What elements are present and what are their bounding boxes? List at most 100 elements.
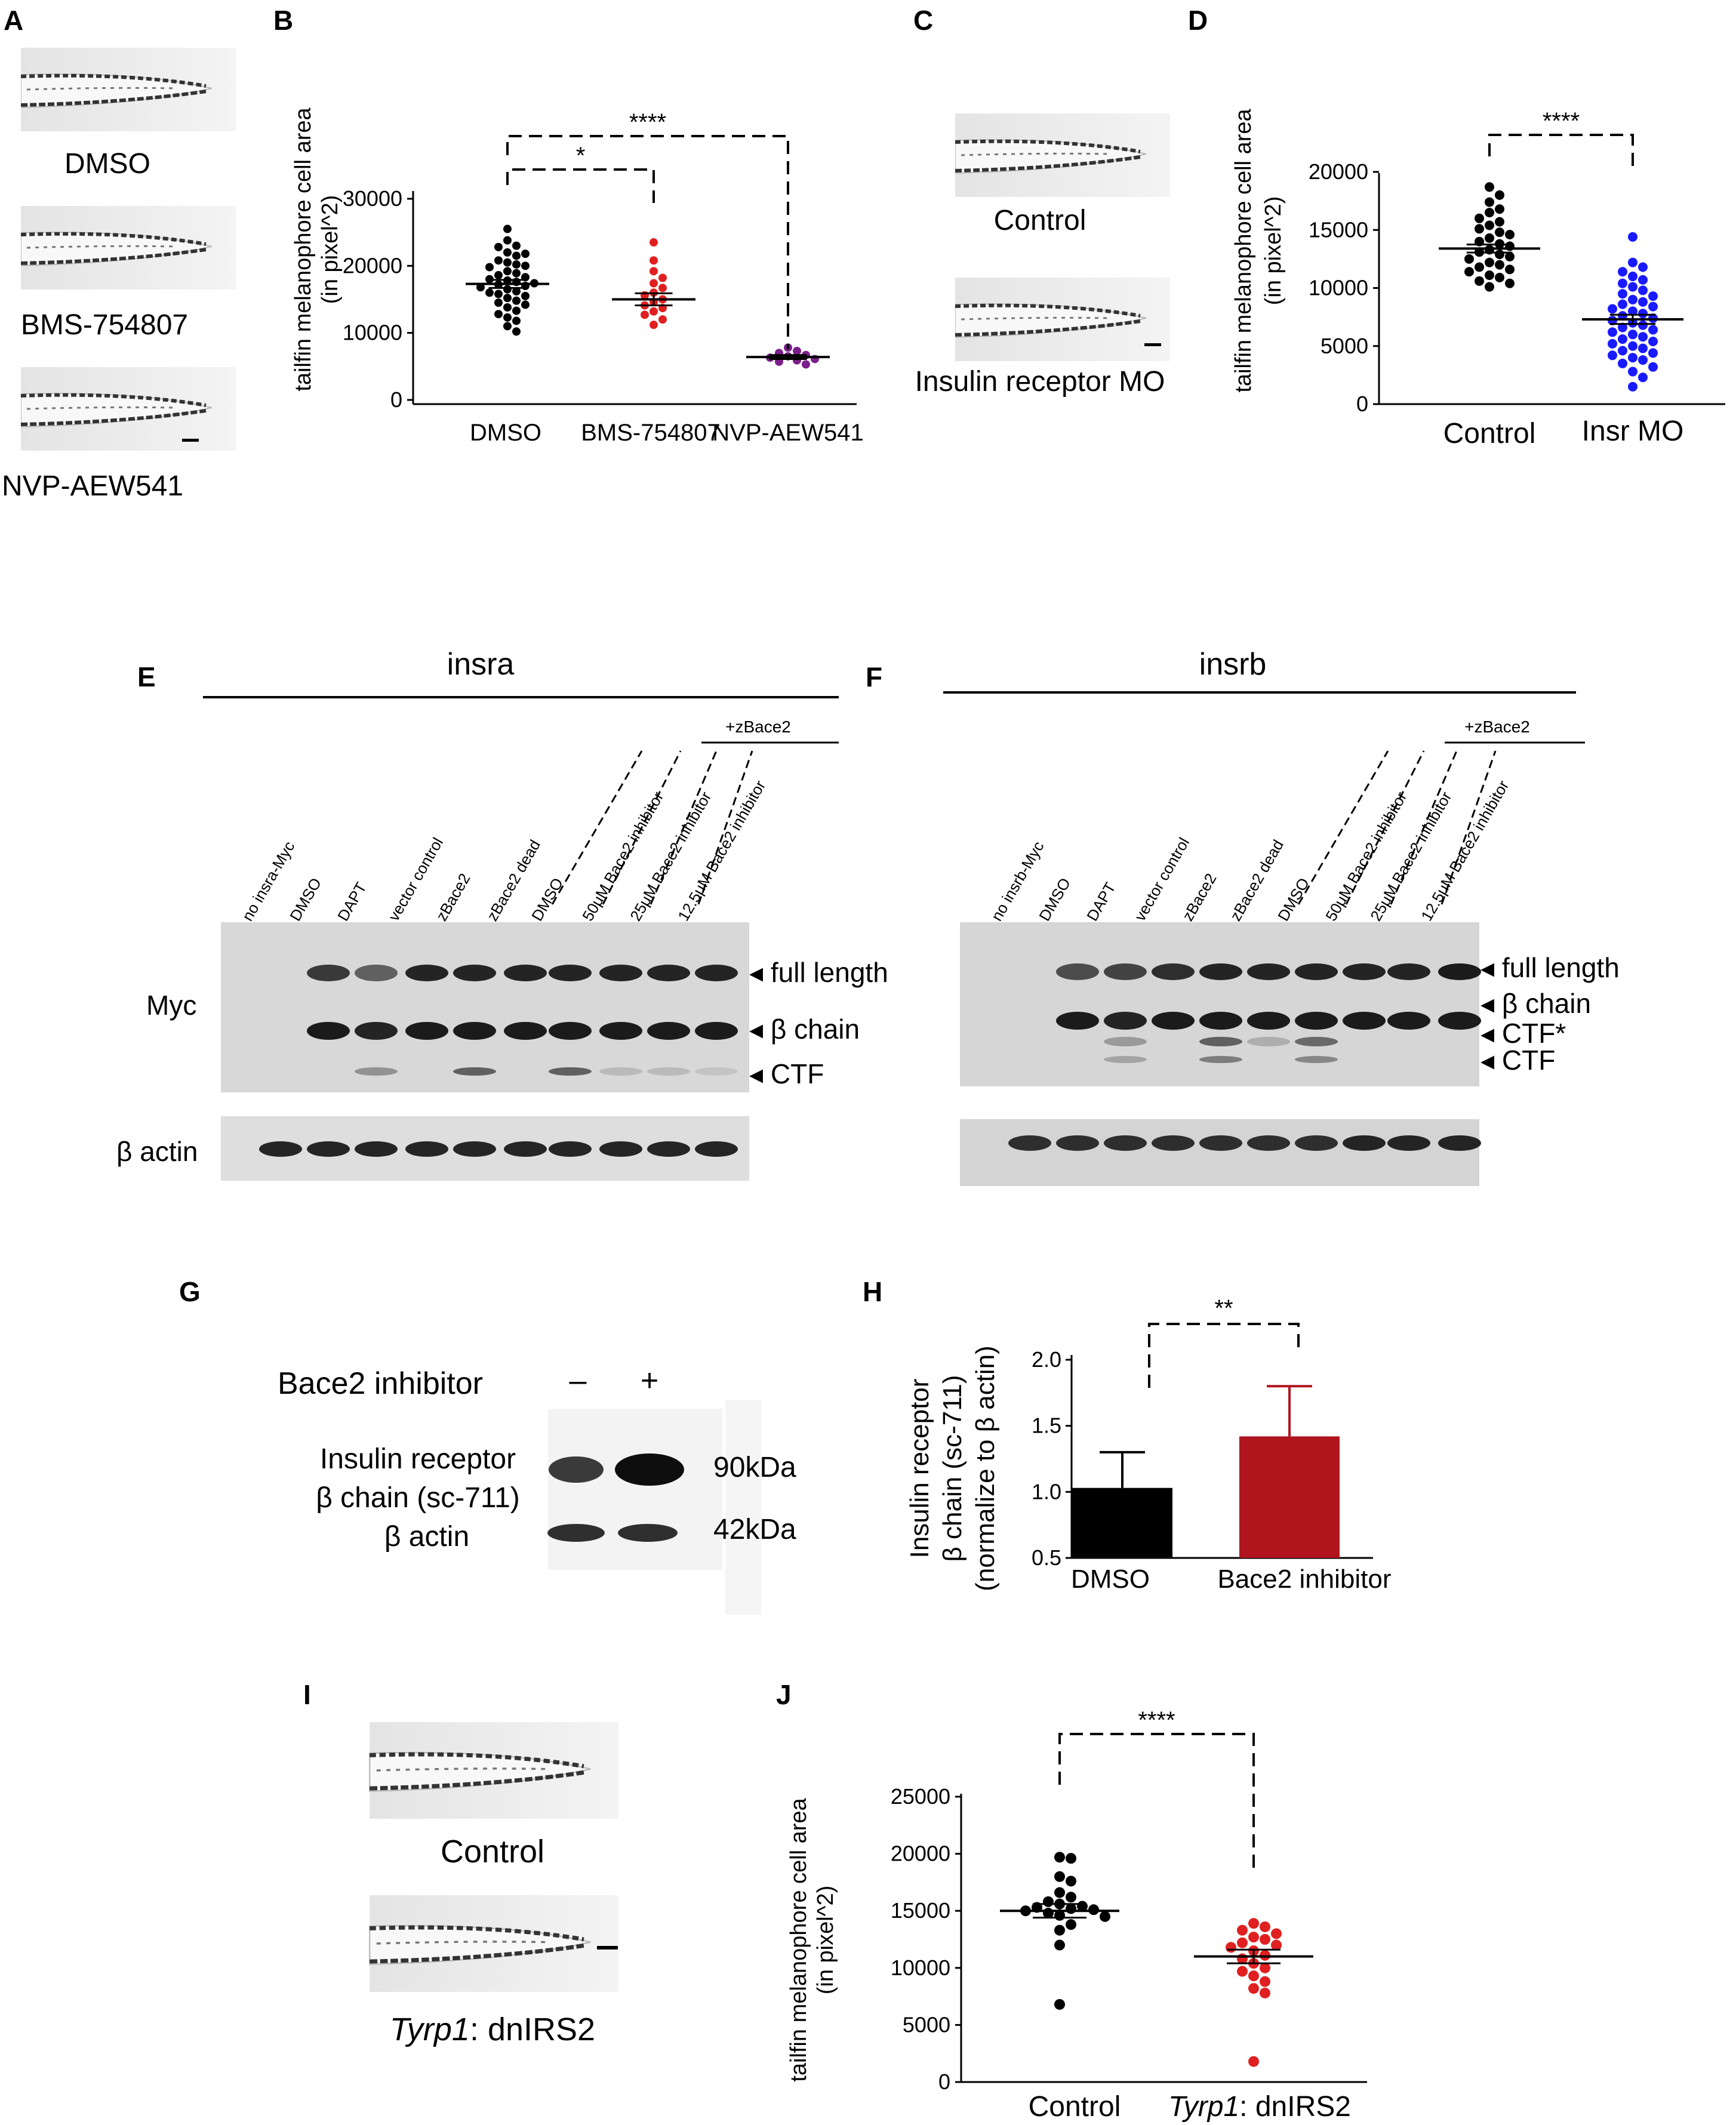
data-point xyxy=(1260,1934,1270,1945)
data-point xyxy=(1628,353,1637,363)
ctf-band xyxy=(1199,1056,1242,1063)
beta-chain-band xyxy=(1152,1012,1195,1030)
category-insr-mo: Insr MO xyxy=(1582,415,1684,447)
data-point xyxy=(641,310,649,319)
ctf-star-band xyxy=(1247,1037,1290,1046)
data-point xyxy=(1628,367,1637,377)
data-point xyxy=(521,250,530,258)
data-point xyxy=(1505,264,1515,275)
row-label-line2: β chain (sc-711) xyxy=(316,1482,520,1514)
zbace2-guide xyxy=(1345,750,1425,905)
data-point xyxy=(1618,346,1627,356)
significance-brackets: ***** xyxy=(506,109,789,349)
data-point xyxy=(1226,1942,1236,1953)
panel-a: DMSO BMS-754807 NVP-AEW541 xyxy=(2,48,236,502)
data-point xyxy=(494,242,503,251)
zbace2-guide xyxy=(650,750,718,905)
beta-chain-band xyxy=(1343,1012,1386,1030)
actin-bands xyxy=(259,1141,738,1157)
data-point xyxy=(1648,301,1658,312)
scale-bar xyxy=(597,1946,618,1950)
actin-band xyxy=(453,1141,496,1157)
data-point xyxy=(1618,358,1627,368)
full-length-band xyxy=(1104,963,1147,980)
significance-label: **** xyxy=(1138,1707,1175,1733)
category-control: Control xyxy=(1029,2091,1121,2123)
data-point xyxy=(1628,257,1637,267)
actin-band xyxy=(647,1141,690,1157)
lane-label: DAPT xyxy=(1083,879,1119,924)
bar xyxy=(1239,1436,1340,1558)
data-point xyxy=(1638,355,1648,365)
data-point xyxy=(1054,1852,1065,1863)
full-length-band xyxy=(1295,963,1338,980)
category-dmso: DMSO xyxy=(470,420,541,446)
data-point xyxy=(494,256,503,265)
data-point xyxy=(1260,1976,1270,1987)
data-point xyxy=(650,256,658,265)
data-point xyxy=(1495,250,1504,260)
data-point xyxy=(1475,224,1484,234)
data-point xyxy=(650,238,658,247)
mw-42kda: 42kDa xyxy=(713,1514,796,1545)
data-point xyxy=(1066,1875,1076,1887)
panel-letter-j: J xyxy=(776,1679,792,1710)
data-point xyxy=(650,279,658,288)
data-point xyxy=(1648,291,1658,301)
bar xyxy=(1072,1488,1172,1558)
data-point xyxy=(1618,299,1627,309)
data-point xyxy=(658,273,667,282)
row-label-actin: β actin xyxy=(384,1521,469,1553)
label-nvp: NVP-AEW541 xyxy=(2,470,183,502)
data-point xyxy=(503,236,512,245)
beta-chain-band xyxy=(1056,1012,1099,1030)
significance-bracket xyxy=(1058,1733,1255,1874)
bracket-zbace2-label: +zBace2 xyxy=(1464,717,1530,736)
actin-blot xyxy=(960,1119,1479,1186)
myc-blot xyxy=(960,922,1479,1086)
y-tick-label: 25000 xyxy=(891,1784,950,1809)
beta-chain-band xyxy=(1247,1012,1290,1030)
band-ctf-star: ◂ CTF* xyxy=(1480,1018,1566,1049)
beta-chain-band xyxy=(453,1022,496,1040)
beta-chain-band xyxy=(355,1022,398,1040)
full-length-band xyxy=(695,965,738,981)
actin-band xyxy=(599,1141,642,1157)
data-point xyxy=(1638,285,1648,295)
data-point xyxy=(1248,1970,1259,1982)
data-point xyxy=(650,321,658,329)
data-point xyxy=(1054,1939,1065,1951)
data-point xyxy=(1464,254,1474,264)
y-tick-label: 0.5 xyxy=(1032,1545,1061,1570)
actin-band xyxy=(549,1141,592,1157)
y-tick-label: 30000 xyxy=(343,186,402,211)
actin-band xyxy=(1008,1135,1051,1151)
beta-chain-band xyxy=(405,1022,448,1040)
label-bms: BMS-754807 xyxy=(21,309,188,341)
y-axis-title-line1: tailfin melanophore cell area xyxy=(786,1797,811,2081)
data-point xyxy=(1475,213,1484,223)
zbace2-guide xyxy=(697,750,753,905)
band-full-length: ◂ full length xyxy=(749,957,888,988)
data-point xyxy=(1237,1924,1248,1936)
significance-bracket xyxy=(1488,134,1634,166)
data-point xyxy=(1628,329,1637,340)
actin-band xyxy=(355,1141,398,1157)
actin-band xyxy=(307,1141,350,1157)
label-dnirs2: Tyrp1: dnIRS2 xyxy=(390,2012,595,2047)
beta-chain-band xyxy=(599,1022,642,1040)
y-tick-label: 0 xyxy=(390,387,402,412)
data-point xyxy=(1618,322,1627,332)
data-point xyxy=(1485,197,1494,207)
treatment-label: Bace2 inhibitor xyxy=(278,1366,483,1401)
y-axis-title-line1: tailfin melanophore cell area xyxy=(291,107,316,391)
ctf-star-band xyxy=(1199,1037,1242,1046)
tail-image-insr-mo xyxy=(955,278,1170,361)
data-point xyxy=(503,294,512,303)
data-point xyxy=(802,360,810,369)
beta-chain-band xyxy=(307,1022,350,1040)
category-dnirs2: Tyrp1: dnIRS2 xyxy=(1168,2091,1351,2123)
data-point xyxy=(658,284,667,292)
data-point xyxy=(1485,270,1494,281)
